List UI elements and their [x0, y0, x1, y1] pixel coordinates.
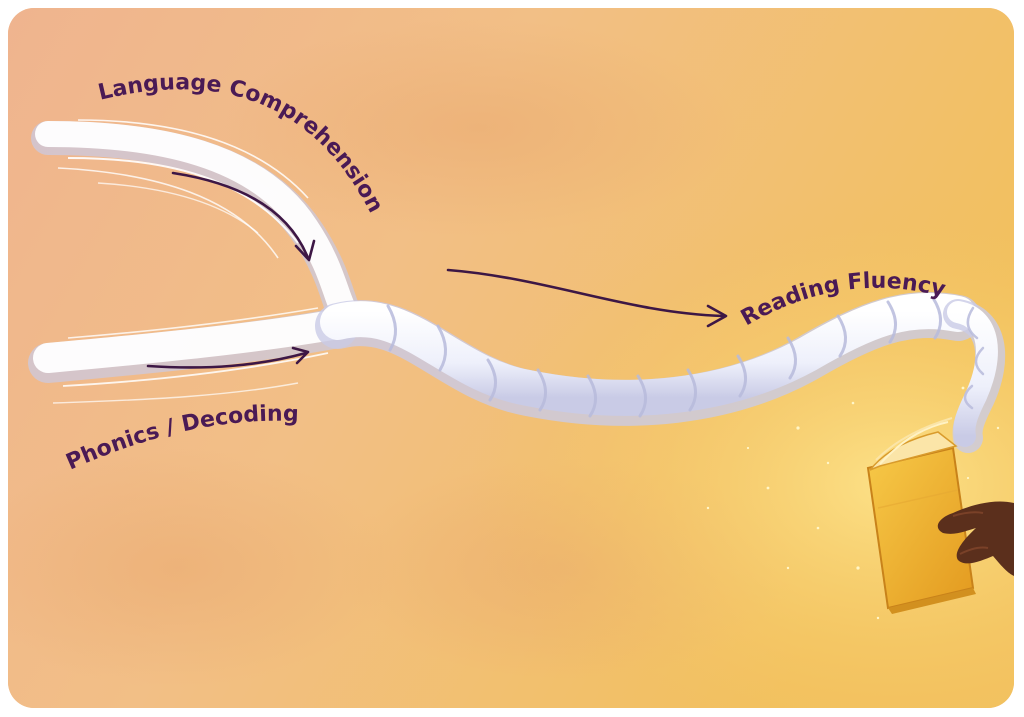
braided-rope — [315, 292, 1006, 453]
language-strand — [31, 119, 365, 335]
open-book-icon — [866, 417, 976, 614]
flow-arrows — [146, 171, 728, 369]
phonics-arrow — [146, 346, 310, 369]
illustration-card: Language Comprehension Phonics / Decodin… — [8, 8, 1014, 708]
language-arrow — [171, 171, 316, 262]
reading-rope-illustration: Language Comprehension Phonics / Decodin… — [8, 8, 1014, 708]
phonics-strand — [28, 307, 358, 404]
fluency-arrow — [446, 268, 728, 328]
hand-icon — [937, 501, 1014, 576]
